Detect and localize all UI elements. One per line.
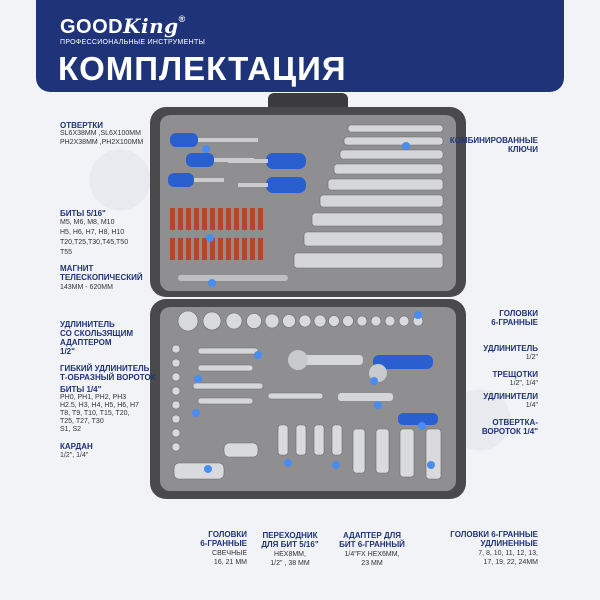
- label-cardan-sub: 1/2", 1/4": [60, 452, 89, 459]
- label-bits516-l3: T20,T25,T30,T45,T50: [60, 239, 129, 246]
- label-adapter2-t1: АДАПТЕР ДЛЯ: [342, 531, 402, 540]
- label-bits516-l1: M5, M6, M8, M10: [60, 219, 115, 226]
- label-bits14-l5: S1, S2: [60, 426, 82, 433]
- label-screwdrivers-l2: PH2X38MM ,PH2X100MM: [60, 139, 144, 146]
- label-spark-t4: 16, 21 MM: [213, 559, 247, 566]
- label-cardan-title: КАРДАН: [60, 442, 93, 451]
- label-magnet-title1: МАГНИТ: [60, 264, 94, 273]
- label-sliding-t3: АДАПТЕРОМ: [60, 338, 112, 347]
- brand-tagline: ПРОФЕССИОНАЛЬНЫЕ ИНСТРУМЕНТЫ: [60, 39, 206, 46]
- label-flex-t2: Т-ОБРАЗНЫЙ ВОРОТОК: [60, 373, 156, 382]
- ratchets: [288, 350, 438, 425]
- tool-case-illustration: [150, 93, 466, 499]
- label-adapter2-t2: БИТ 6-ГРАННЫЙ: [339, 540, 405, 549]
- combination-wrenches: [293, 124, 444, 269]
- label-combo-t1: КОМБИНИРОВАННЫЕ: [449, 136, 538, 145]
- label-heads6-t1: ГОЛОВКИ: [499, 309, 538, 318]
- label-longheads-t2: УДЛИНЕННЫЕ: [480, 539, 538, 548]
- label-magnet-sub: 143MM - 620MM: [60, 284, 113, 291]
- label-bits14-l4: T25, T27, T30: [60, 418, 104, 425]
- long-sockets: [277, 424, 442, 480]
- label-adapter1-s2: 1/2" , 38 MM: [270, 560, 310, 567]
- sockets-row: [177, 310, 424, 332]
- label-bits14-l2: H2.5, H3, H4, H5, H6, H7: [60, 402, 139, 409]
- label-ratchets-title: ТРЕЩОТКИ: [492, 370, 538, 379]
- label-flex-t1: ГИБКИЙ УДЛИНИТЕЛЬ: [60, 364, 150, 373]
- label-ext12-title: УДЛИНИТЕЛЬ: [483, 344, 538, 353]
- label-bits14-title: БИТЫ 1/4": [60, 385, 102, 394]
- label-heads6-t2: 6-ГРАННЫЕ: [491, 318, 538, 327]
- brand-logo: GOODKing®: [60, 14, 186, 38]
- telescopic-magnet: [178, 275, 288, 281]
- label-adapter1-t1: ПЕРЕХОДНИК: [262, 531, 318, 540]
- label-sdriver14-t2: ВОРОТОК 1/4": [481, 427, 538, 436]
- spark-plug-sockets: [173, 442, 259, 480]
- label-longheads-s1: 7, 8, 10, 11, 12, 13,: [478, 550, 538, 557]
- label-magnet-title2: ТЕЛЕСКОПИЧЕСКИЙ: [60, 273, 143, 282]
- label-sliding-t4: 1/2": [60, 347, 75, 356]
- label-sliding-t2: СО СКОЛЬЗЯЩИМ: [60, 329, 133, 338]
- label-bits516-l4: T55: [60, 249, 73, 256]
- small-sockets: [171, 344, 181, 452]
- label-ratchets-sub: 1/2", 1/4": [509, 380, 538, 387]
- label-adapter1-s1: HEX8MM,: [274, 551, 306, 558]
- label-longheads-t1: ГОЛОВКИ 6-ГРАННЫЕ: [450, 530, 538, 539]
- label-sdriver14-t1: ОТВЕРТКА-: [492, 418, 538, 427]
- label-screwdrivers-l1: SL6X38MM ,SL6X100MM: [60, 130, 141, 137]
- label-adapter1-t2: ДЛЯ БИТ 5/16": [261, 540, 319, 549]
- label-ext12-sub: 1/2": [525, 354, 538, 361]
- label-spark-t1: ГОЛОВКИ: [208, 530, 247, 539]
- label-spark-t3: СВЕЧНЫЕ: [212, 550, 247, 557]
- label-sliding-t1: УДЛИНИТЕЛЬ: [60, 320, 115, 329]
- label-bits516-l2: H5, H6, H7, H8, H10: [60, 229, 125, 236]
- label-longheads-s2: 17, 19, 22, 24MM: [483, 559, 538, 566]
- label-bits14-l3: T8, T9, T10, T15, T20,: [60, 410, 130, 417]
- label-combo-t2: КЛЮЧИ: [507, 145, 538, 154]
- highlight-markers: [192, 142, 435, 473]
- label-screwdrivers-title: ОТВЕРТКИ: [60, 121, 103, 130]
- page-title: КОМПЛЕКТАЦИЯ: [58, 50, 347, 87]
- label-adapter2-s2: 23 MM: [361, 560, 383, 567]
- bits-516-group: [170, 208, 263, 260]
- screwdrivers-group: [168, 133, 306, 193]
- label-bits14-l1: PH0, PH1, PH2, PH3: [60, 394, 127, 401]
- label-bits516-title: БИТЫ 5/16": [60, 209, 106, 218]
- header-banner: [36, 0, 564, 92]
- label-ext14-title: УДЛИНИТЕЛИ: [483, 392, 538, 401]
- label-ext14-sub: 1/4": [525, 402, 538, 409]
- label-adapter2-s1: 1/4"FX HEX6MM,: [344, 551, 400, 558]
- label-spark-t2: 6-ГРАННЫЕ: [200, 539, 247, 548]
